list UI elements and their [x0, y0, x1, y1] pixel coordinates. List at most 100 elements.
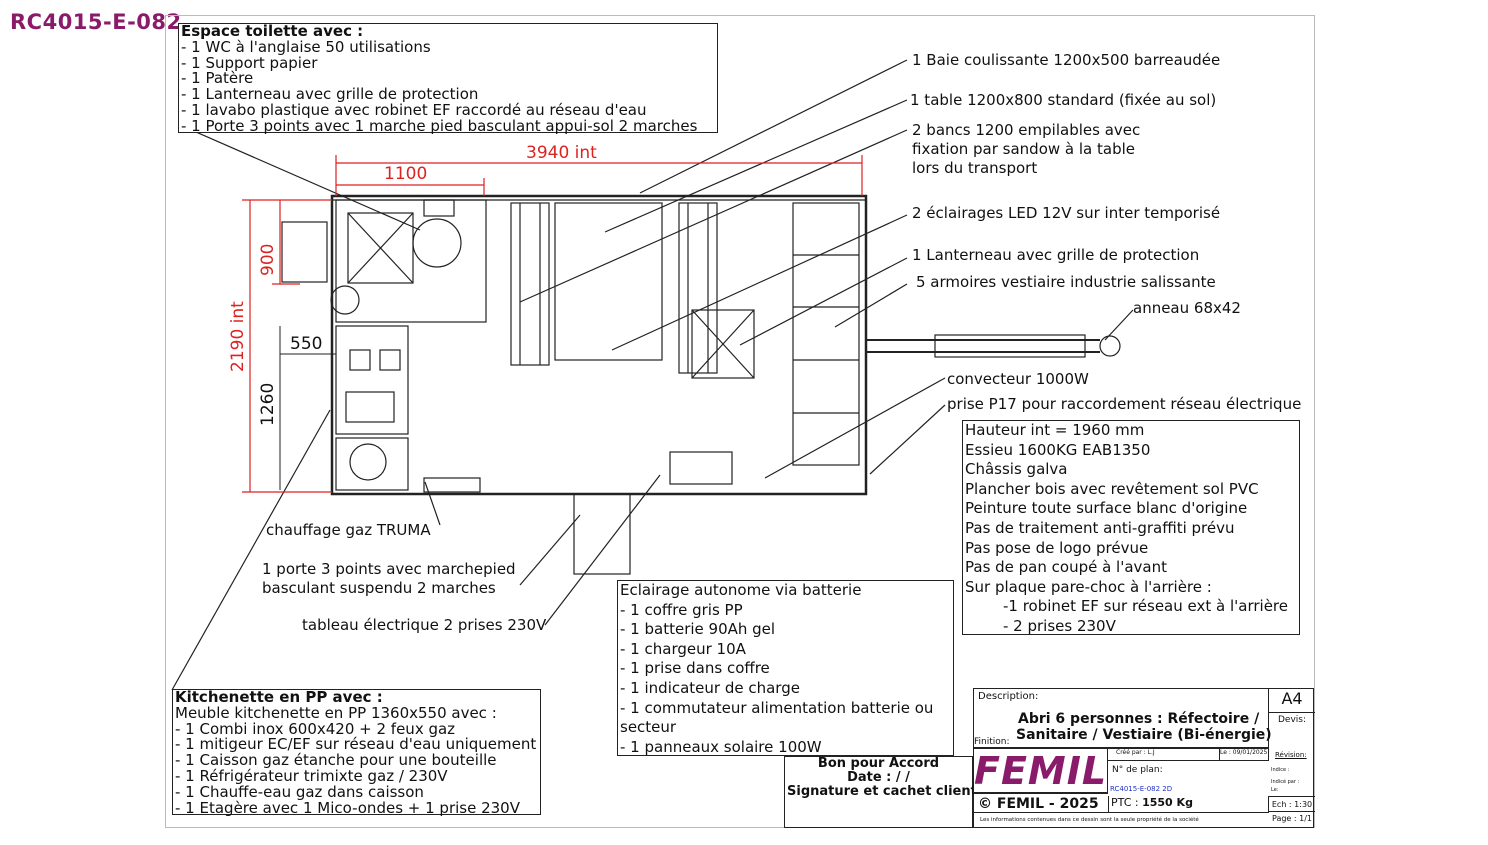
dim-kitchen-width: 1260: [258, 382, 278, 426]
lockers: [792, 202, 860, 466]
callout-line: lors du transport: [912, 159, 1038, 177]
approval-box: Bon pour Accord Date : / / Signature et …: [784, 756, 977, 828]
spec-line: Châssis galva: [965, 460, 1068, 479]
spec-line: Sur plaque pare-choc à l'arrière :: [965, 577, 1212, 596]
copyright: © FEMIL - 2025: [978, 796, 1099, 812]
callout-line: fixation par sandow à la table: [912, 140, 1135, 158]
toilet-item: - 1 WC à l'anglaise 50 utilisations: [181, 37, 431, 56]
spec-line: Pas de pan coupé à l'avant: [965, 558, 1168, 577]
trailer-outline: [330, 194, 868, 496]
battery-line: secteur: [620, 718, 677, 737]
spec-line: Essieu 1600KG EAB1350: [965, 440, 1151, 459]
entry-step: [573, 493, 631, 575]
dim-toilet-length: 1100: [384, 164, 428, 184]
femil-logo: FEMIL: [974, 749, 1108, 794]
callout-porte: 1 porte 3 points avec marchepied bascula…: [262, 560, 516, 598]
spec-line: Plancher bois avec revêtement sol PVC: [965, 479, 1259, 498]
battery-line: - 1 commutateur alimentation batterie ou: [620, 698, 934, 717]
battery-line: - 1 batterie 90Ah gel: [620, 620, 776, 639]
page-number: Page : 1/1: [1271, 814, 1313, 823]
wc-icon: [412, 218, 462, 268]
kitchen-item: - 1 Chauffe-eau gaz dans caisson: [175, 782, 424, 801]
callout-line: basculant suspendu 2 marches: [262, 579, 496, 597]
callout-tableau: tableau électrique 2 prises 230V: [302, 616, 547, 634]
finition-label: Finition:: [974, 737, 1010, 747]
dim-toilet-width: 900: [258, 243, 278, 276]
specs-box: Hauteur int = 1960 mm Essieu 1600KG EAB1…: [962, 420, 1300, 635]
ptc-value: 1550 Kg: [1142, 796, 1193, 809]
toilet-item: - 1 lavabo plastique avec robinet EF rac…: [181, 100, 647, 119]
kitchen-item: - 1 Caisson gaz étanche pour une bouteil…: [175, 751, 497, 770]
kitchen-box-title: Kitchenette en PP avec :: [175, 688, 383, 706]
approval-line: Bon pour Accord: [817, 756, 940, 771]
kitchen-item: - 1 Etagère avec 1 Mico-ondes + 1 prise …: [175, 798, 520, 817]
ownership-notice: Les informations contenues dans ce dessi…: [974, 812, 1269, 823]
callout-armoires: 5 armoires vestiaire industrie salissant…: [916, 273, 1216, 291]
electrical-panel: [669, 451, 733, 485]
kitchen-item: - 1 Combi inox 600x420 + 2 feux gaz: [175, 719, 456, 738]
description-label: Description:: [978, 691, 1039, 702]
spec-line: -1 robinet EF sur réseau ext à l'arrière: [1003, 597, 1288, 616]
battery-line: - 1 indicateur de charge: [620, 678, 800, 697]
callout-line: 2 bancs 1200 empilables avec: [912, 121, 1141, 139]
callout-lanterneau: 1 Lanterneau avec grille de protection: [912, 246, 1200, 264]
spec-line: Pas pose de logo prévue: [965, 538, 1149, 557]
dim-length-int: 3940 int: [526, 143, 597, 163]
description-cell: Description: Abri 6 personnes : Réfectoi…: [974, 689, 1272, 749]
battery-line: - 1 coffre gris PP: [620, 600, 743, 619]
created-by: Créé par : L.J: [1108, 749, 1220, 761]
callout-line: 1 porte 3 points avec marchepied: [262, 560, 516, 578]
plan-number-label: N° de plan:: [1112, 765, 1163, 775]
spec-line: Peinture toute surface blanc d'origine: [965, 499, 1248, 518]
bench: [510, 202, 550, 366]
revision-label: Révision:: [1275, 751, 1307, 759]
approval-line: Date : / /: [847, 770, 910, 785]
battery-line: - 1 prise dans coffre: [620, 659, 770, 678]
toilet-room: [335, 199, 487, 323]
battery-line: Eclairage autonome via batterie: [620, 581, 862, 599]
water-heater: [349, 443, 387, 481]
dim-kitchen-depth: 550: [290, 334, 323, 354]
indice-by-label: Indicé par :: [1271, 779, 1300, 785]
spec-line: Pas de traitement anti-graffiti prévu: [965, 518, 1235, 537]
plan-number: RC4015-E-082 2D: [1110, 785, 1173, 793]
drawing-sheet: [165, 15, 1315, 828]
kitchen-item: Meuble kitchenette en PP 1360x550 avec :: [175, 703, 497, 722]
callout-eclairages: 2 éclairages LED 12V sur inter temporisé: [912, 204, 1221, 222]
main-skylight: [691, 309, 755, 379]
callout-table: 1 table 1200x800 standard (fixée au sol): [910, 91, 1217, 109]
battery-line: - 1 panneaux solaire 100W: [620, 737, 822, 756]
paper-format: A4: [1269, 689, 1315, 713]
toilet-item: - 1 Patère: [181, 69, 254, 88]
battery-line: - 1 chargeur 10A: [620, 639, 746, 658]
dim-width-int: 2190 int: [228, 301, 248, 372]
ptc-cell: PTC : 1550 Kg: [1108, 796, 1269, 812]
kitchen-spec-box: Kitchenette en PP avec : Meuble kitchene…: [172, 689, 541, 815]
ptc-label: PTC :: [1111, 796, 1143, 809]
table: [554, 202, 663, 361]
description-line: Sanitaire / Vestiaire (Bi-énergie): [1016, 727, 1272, 743]
callout-prise: prise P17 pour raccordement réseau élect…: [947, 395, 1302, 413]
toilet-box-title: Espace toilette avec :: [181, 22, 364, 40]
devis-label: Devis:: [1277, 715, 1306, 725]
drawing-reference: RC4015-E-082: [10, 10, 182, 34]
bench: [678, 202, 718, 374]
spec-line: Hauteur int = 1960 mm: [965, 421, 1145, 439]
callout-bancs: 2 bancs 1200 empilables avec fixation pa…: [912, 121, 1140, 178]
callout-anneau: anneau 68x42: [1133, 299, 1241, 317]
approval-line: Signature et cachet client: [787, 784, 977, 799]
callout-convecteur: convecteur 1000W: [947, 370, 1089, 388]
kitchen-item: - 1 Réfrigérateur trimixte gaz / 230V: [175, 766, 448, 785]
callout-chauffage: chauffage gaz TRUMA: [266, 521, 431, 539]
toilet-door-step: [281, 221, 328, 283]
description-line: Abri 6 personnes : Réfectoire /: [1018, 711, 1260, 727]
towing-ring: [1099, 335, 1121, 357]
spec-line: - 2 prises 230V: [1003, 616, 1116, 635]
toilet-spec-box: Espace toilette avec : - 1 WC à l'anglai…: [178, 22, 718, 134]
title-block: Description: Abri 6 personnes : Réfectoi…: [973, 688, 1315, 828]
battery-box: Eclairage autonome via batterie - 1 coff…: [617, 580, 954, 756]
indice-date-label: Le:: [1271, 787, 1279, 793]
toilet-item: - 1 Support papier: [181, 53, 318, 72]
creation-date: Le : 09/01/2025: [1220, 749, 1269, 761]
